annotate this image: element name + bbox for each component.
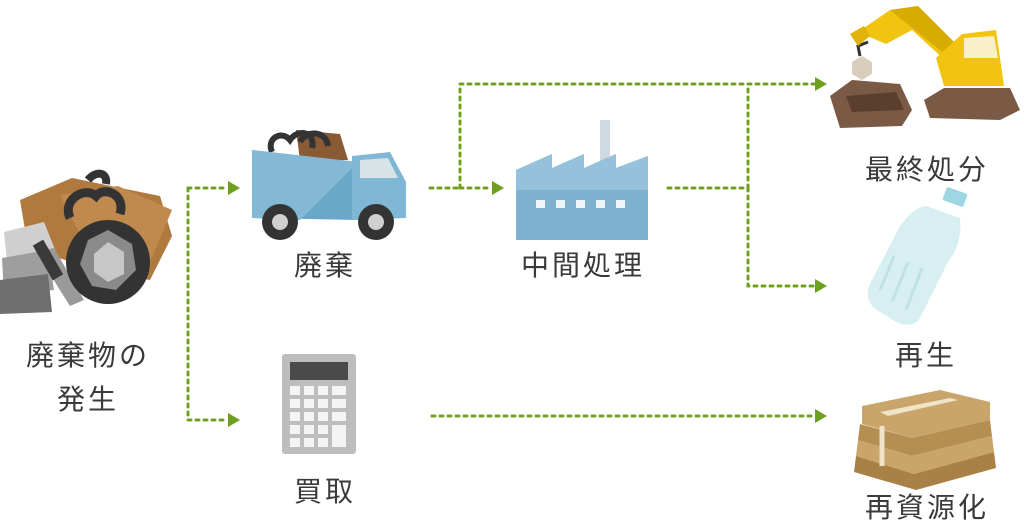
waste-pile-icon <box>0 169 172 314</box>
connector-lines <box>186 82 817 422</box>
origin-label-line1-text: 廃棄物の <box>25 339 150 372</box>
arrow-to-purchase <box>228 413 240 427</box>
origin-label: 廃棄物の 発生 <box>8 334 168 422</box>
connector-disposal-upper <box>458 82 817 190</box>
cardboard-bundle-icon <box>854 390 996 490</box>
excavator-landfill-icon <box>830 6 1020 128</box>
garbage-truck-icon <box>252 130 406 240</box>
origin-label-line2-text: 発生 <box>56 383 119 416</box>
arrow-to-processing <box>492 181 504 195</box>
regeneration-label: 再生 <box>894 339 957 372</box>
arrow-to-recycling <box>815 409 827 423</box>
arrow-to-disposal <box>228 181 240 195</box>
disposal-label: 廃棄 <box>293 249 356 282</box>
factory-icon <box>516 120 648 240</box>
calculator-icon <box>282 354 356 454</box>
recycling-label: 再資源化 <box>864 491 989 524</box>
arrow-to-final <box>815 77 827 91</box>
arrow-to-regeneration <box>815 279 827 293</box>
arrowheads <box>228 77 827 427</box>
connector-processing-lower <box>746 186 817 288</box>
processing-label: 中間処理 <box>520 249 645 282</box>
purchase-label: 買取 <box>293 475 356 508</box>
plastic-bottle-icon <box>867 187 968 325</box>
final-label: 最終処分 <box>864 153 989 186</box>
